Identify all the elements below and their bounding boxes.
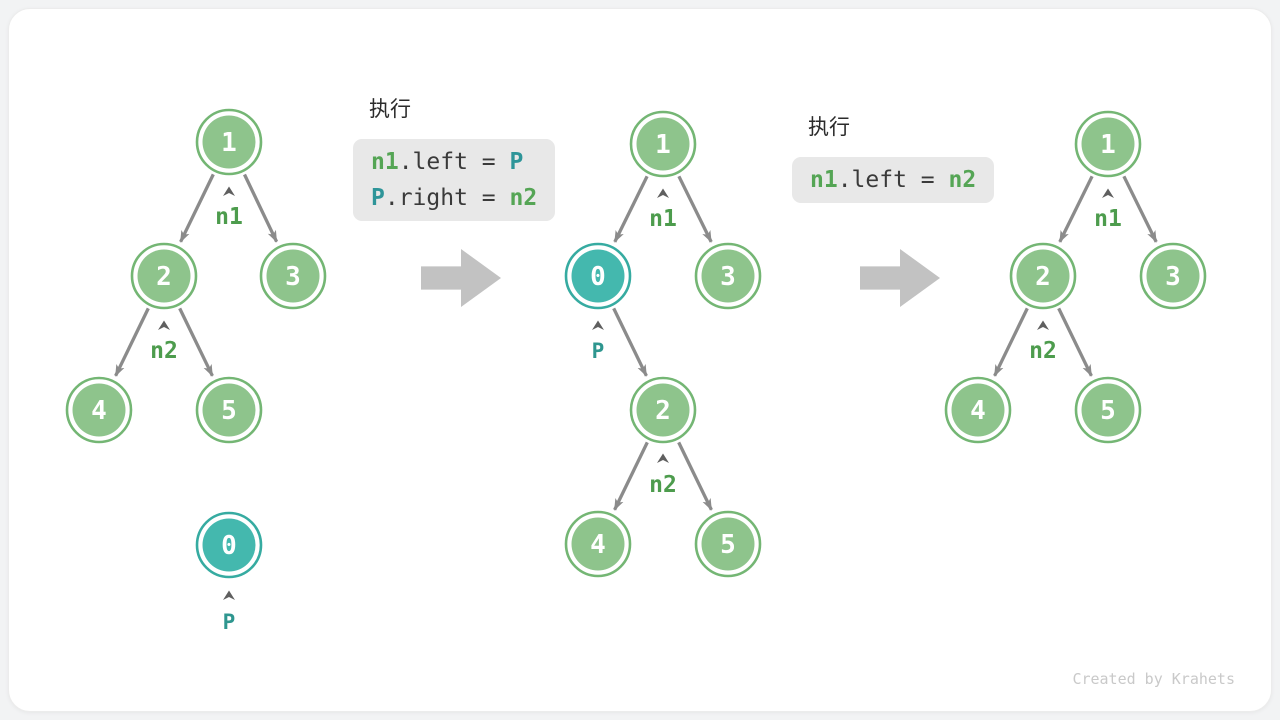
tree-edge [612,307,648,377]
tree-edge [1058,175,1094,243]
ref-label-p: P [592,339,605,363]
left-tree-node-4: 4 [65,376,133,444]
tree-edge [1057,307,1093,377]
code-token-plain: .left = [837,167,949,193]
middle-tree-node-0: 0 [564,242,632,310]
code-panel-step2: 执行 n1.left = n2 [792,116,995,203]
code-token-n1: n1 [371,149,399,175]
left-tree-node-3: 3 [259,242,327,310]
tree-diagram-removed: 1 2 3 4 5 n1 n2 [944,110,1207,444]
code-token-n2: n2 [509,185,538,211]
up-arrowhead-icon [223,590,235,600]
left-tree-node-1: 1 [195,108,263,176]
code-token-plain: .right = [384,185,510,211]
code-block: n1.left = P P.right = n2 [353,139,556,221]
svg-text:2: 2 [1035,262,1051,292]
code-token-n2: n2 [948,167,977,193]
code-token-n1: n1 [810,167,838,193]
svg-text:1: 1 [221,128,237,158]
up-arrowhead-icon [1037,320,1049,330]
left-tree-node-2: 2 [130,242,198,310]
tree-edge [179,173,215,243]
tree-edge [677,175,713,243]
tree-edge [1122,175,1158,243]
ref-label-n2: n2 [1029,338,1057,364]
tree-edge [993,307,1029,377]
code-block: n1.left = n2 [792,157,995,203]
svg-text:1: 1 [1100,130,1116,160]
tree-edge [613,175,649,243]
svg-text:5: 5 [221,396,237,426]
up-arrowhead-icon [1102,188,1114,198]
ref-label-n2: n2 [649,472,677,498]
left-tree-node-5: 5 [195,376,263,444]
svg-text:3: 3 [720,262,736,292]
svg-text:3: 3 [1165,262,1181,292]
tree-diagram-inserted: 1 0 3 2 4 5 n1 P [564,110,762,578]
right-tree-node-3: 3 [1139,242,1207,310]
middle-tree-node-1: 1 [629,110,697,178]
middle-tree-node-4: 4 [564,510,632,578]
svg-text:1: 1 [655,130,671,160]
code-line: n1.left = n2 [810,162,976,198]
svg-text:5: 5 [720,530,736,560]
svg-text:4: 4 [91,396,107,426]
middle-tree-node-3: 3 [694,242,762,310]
up-arrowhead-icon [592,320,604,330]
up-arrowhead-icon [657,188,669,198]
svg-text:3: 3 [285,262,301,292]
code-token-p: P [371,185,385,211]
ref-label-n2: n2 [150,338,178,364]
watermark-credit: Created by Krahets [1072,670,1235,688]
svg-text:0: 0 [221,531,237,561]
svg-text:4: 4 [970,396,986,426]
svg-text:4: 4 [590,530,606,560]
ref-label-n1: n1 [1094,206,1122,232]
left-tree-node-0-detached: 0 [195,511,263,579]
right-arrow-icon [860,249,940,307]
svg-text:5: 5 [1100,396,1116,426]
ref-label-p: P [223,610,236,634]
ref-label-n1: n1 [215,204,243,230]
code-line: n1.left = P [371,144,537,180]
up-arrowhead-icon [223,186,235,196]
code-panel-title: 执行 [369,98,411,121]
svg-text:2: 2 [655,396,671,426]
middle-tree-node-2: 2 [629,376,697,444]
right-tree-node-1: 1 [1074,110,1142,178]
right-tree-node-2: 2 [1009,242,1077,310]
ref-label-n1: n1 [649,206,677,232]
right-arrow-icon [421,249,501,307]
canvas-card: 1 2 3 4 5 n1 n2 0 [8,8,1272,712]
code-token-plain: .left = [398,149,510,175]
tree-edge [243,173,279,243]
up-arrowhead-icon [158,320,170,330]
svg-text:0: 0 [590,262,606,292]
tree-edge [613,441,649,511]
code-line: P.right = n2 [371,180,537,216]
code-panel-title: 执行 [808,116,850,139]
right-tree-node-4: 4 [944,376,1012,444]
middle-tree-node-5: 5 [694,510,762,578]
tree-edge [114,307,150,377]
tree-edge [178,307,214,377]
code-panel-step1: 执行 n1.left = P P.right = n2 [353,98,556,221]
svg-text:2: 2 [156,262,172,292]
right-tree-node-5: 5 [1074,376,1142,444]
tree-diagram-initial: 1 2 3 4 5 n1 n2 0 [65,108,327,634]
up-arrowhead-icon [657,453,669,463]
code-token-p: P [509,149,524,175]
tree-edge [677,441,713,511]
